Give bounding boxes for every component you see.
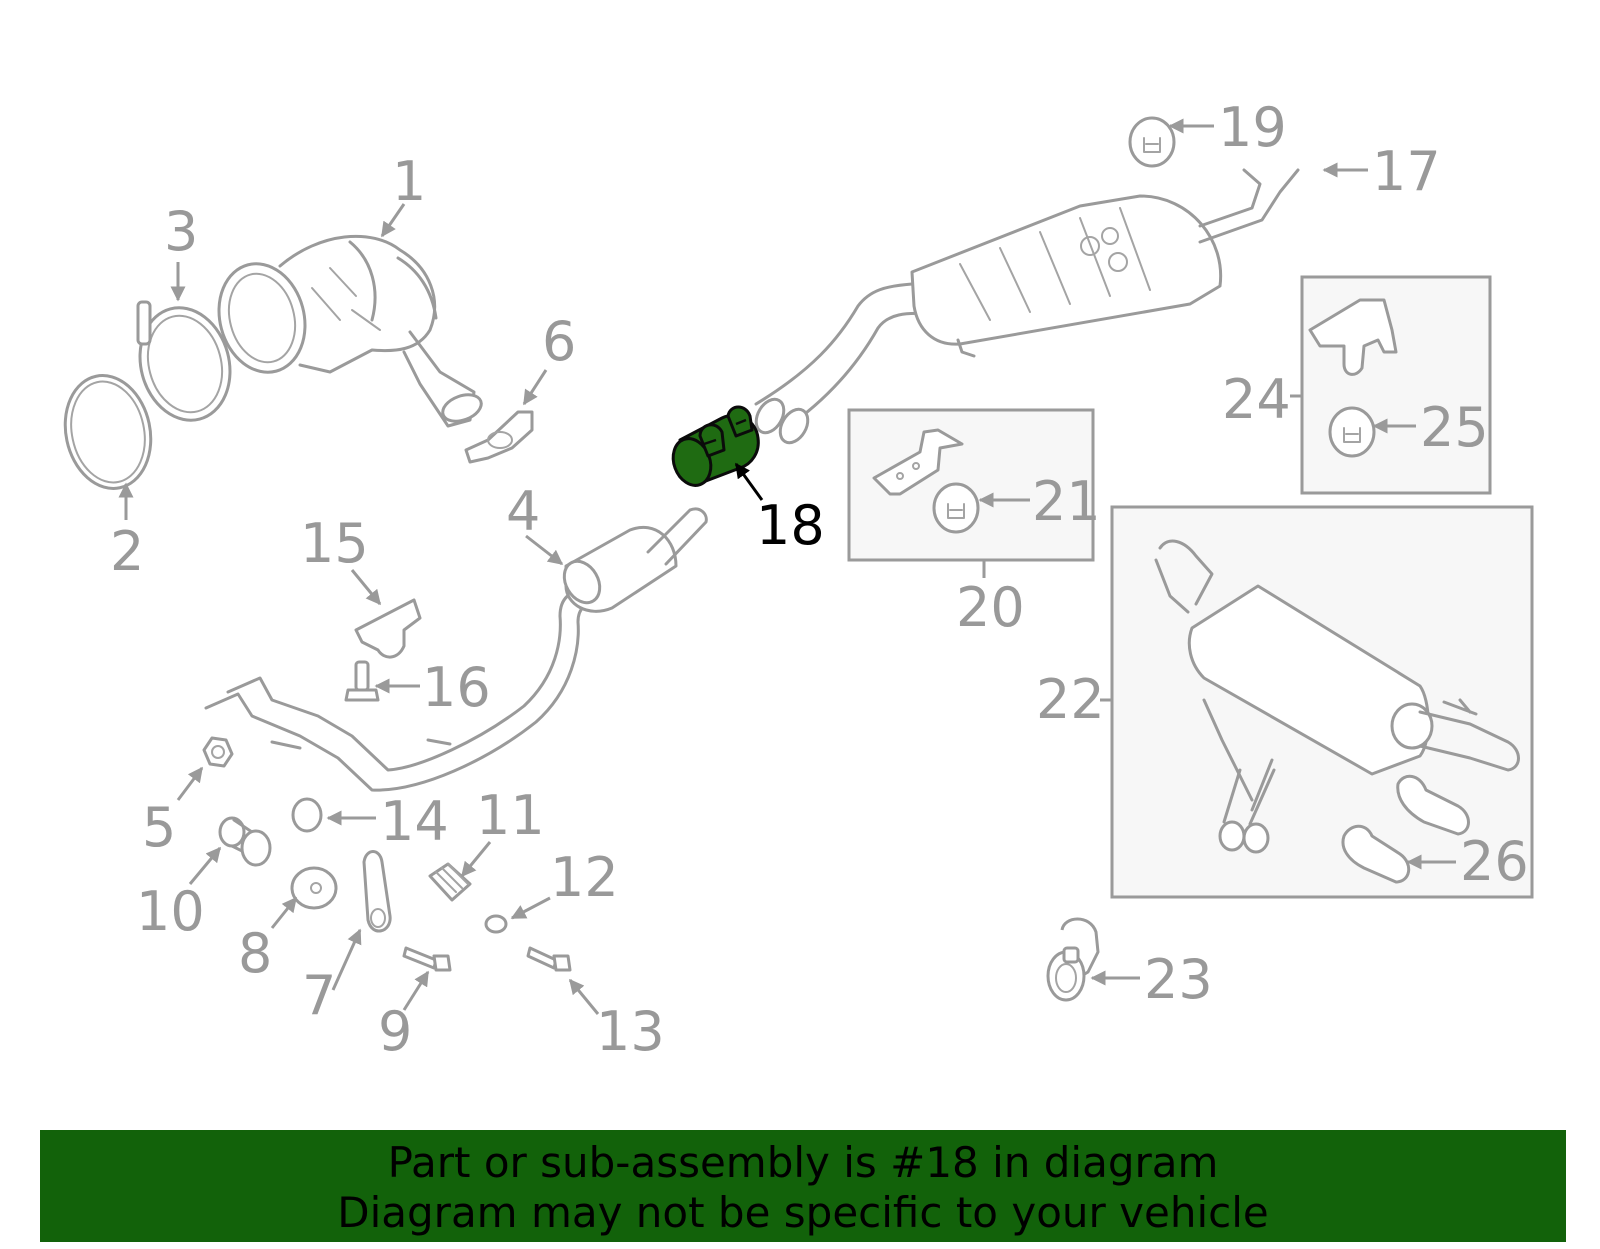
callout-labels: 1 2 3 4 5 6 7 8 9 10 11 12 13 14 15 16 1… [110, 96, 1529, 1063]
callout-leaders [118, 118, 1456, 1015]
callout-12: 12 [550, 846, 619, 909]
callout-25: 25 [1420, 396, 1489, 459]
part-8-grommet[interactable] [290, 866, 338, 910]
part-4-front-pipe[interactable] [204, 507, 708, 792]
part-26-clamp[interactable] [1341, 774, 1470, 884]
callout-9: 9 [378, 1000, 412, 1063]
part-19-hanger[interactable] [1128, 116, 1176, 168]
part-1-catalytic-converter[interactable] [207, 234, 485, 428]
callout-15: 15 [300, 512, 369, 575]
part-25-hanger[interactable] [1328, 406, 1376, 458]
banner-line-disclaimer: Diagram may not be specific to your vehi… [337, 1188, 1269, 1237]
callout-22: 22 [1036, 668, 1105, 731]
part-12-washer[interactable] [484, 914, 508, 934]
part-13-bolt[interactable] [526, 946, 572, 972]
callout-8: 8 [238, 922, 272, 985]
callout-6: 6 [542, 310, 576, 373]
part-5-nut[interactable] [202, 736, 234, 768]
group-box-24 [1300, 275, 1492, 495]
callout-20: 20 [956, 576, 1025, 639]
callout-10: 10 [136, 880, 205, 943]
part-22-rear-muffler[interactable] [1154, 539, 1520, 854]
banner-line-part-number: Part or sub-assembly is #18 in diagram [387, 1138, 1219, 1187]
callout-3: 3 [164, 200, 198, 263]
callout-14: 14 [380, 790, 449, 853]
part-7-strap[interactable] [362, 850, 392, 933]
callout-11: 11 [476, 784, 545, 847]
callout-13: 13 [596, 1000, 665, 1063]
part-23-clamp[interactable] [1046, 917, 1100, 1002]
callout-21: 21 [1032, 470, 1101, 533]
callout-7: 7 [302, 964, 336, 1027]
part-6-flange-gasket[interactable] [464, 410, 534, 464]
callout-26: 26 [1460, 830, 1529, 893]
callout-4: 4 [506, 480, 540, 543]
callout-19: 19 [1218, 96, 1287, 159]
part-16-bolt[interactable] [344, 660, 380, 702]
part-9-bolt[interactable] [402, 946, 452, 972]
part-15-bracket[interactable] [354, 598, 422, 659]
callout-24: 24 [1222, 368, 1291, 431]
part-20-bracket[interactable] [872, 428, 964, 496]
callout-16: 16 [422, 656, 491, 719]
callout-18: 18 [756, 494, 825, 557]
part-24-bracket[interactable] [1308, 298, 1398, 376]
part-3-clamp[interactable] [128, 298, 243, 431]
callout-1: 1 [392, 150, 426, 213]
callout-5: 5 [142, 796, 176, 859]
part-17-center-muffler[interactable] [751, 168, 1300, 448]
callout-2: 2 [110, 520, 144, 583]
exhaust-parts-diagram: 1 2 3 4 5 6 7 8 9 10 11 12 13 14 15 16 1… [63, 96, 1534, 1063]
part-10-stud[interactable] [218, 816, 272, 867]
callout-23: 23 [1144, 948, 1213, 1011]
disclaimer-banner: Part or sub-assembly is #18 in diagram D… [40, 1130, 1566, 1242]
part-14-cap[interactable] [291, 797, 323, 833]
callout-17: 17 [1372, 140, 1441, 203]
part-11-spring[interactable] [428, 862, 472, 902]
part-21-hanger[interactable] [932, 482, 980, 534]
